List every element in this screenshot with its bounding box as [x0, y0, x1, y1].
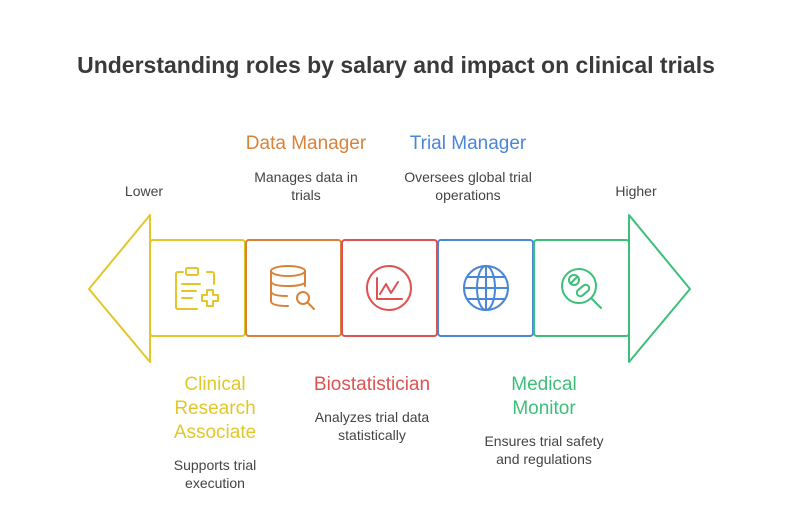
description-line: Supports trial — [173, 457, 257, 473]
description-line: Ensures trial safety — [484, 433, 604, 449]
pill-search-icon — [561, 268, 602, 309]
scale-low-label: Lower — [124, 183, 164, 199]
role-title-line: Trial Manager — [409, 133, 527, 154]
role-title-line: Biostatistician — [313, 374, 431, 395]
description-line: operations — [435, 187, 501, 203]
role-description-clinical-research-associate: Supports trial execution — [140, 456, 290, 492]
role-title-line: Monitor — [512, 398, 576, 419]
line-chart-icon — [366, 265, 412, 311]
page-title: Understanding roles by salary and impact… — [77, 52, 715, 78]
role-title-line: Clinical — [184, 374, 246, 395]
role-title-trial-manager: Trial Manager — [388, 132, 548, 156]
role-description-trial-manager: Oversees global trial operations — [383, 168, 553, 204]
description-line: and regulations — [496, 451, 592, 467]
segment-clinical-research-associate — [149, 239, 246, 337]
role-title-data-manager: Data Manager — [226, 132, 386, 156]
role-title-biostatistician: Biostatistician — [292, 373, 452, 397]
globe-icon — [463, 265, 509, 311]
description-line: Manages data in — [254, 169, 358, 185]
role-description-medical-monitor: Ensures trial safety and regulations — [459, 432, 629, 468]
role-title-medical-monitor: Medical Monitor — [464, 373, 624, 421]
segment-biostatistician — [341, 239, 438, 337]
description-line: Oversees global trial — [404, 169, 532, 185]
description-line: trials — [291, 187, 321, 203]
role-title-line: Medical — [511, 374, 577, 395]
description-line: Analyzes trial data — [314, 409, 430, 425]
database-search-icon — [270, 265, 315, 310]
description-line: statistically — [338, 427, 406, 443]
role-title-line: Research — [174, 398, 256, 419]
role-title-line: Associate — [173, 422, 257, 443]
segment-data-manager — [245, 239, 342, 337]
role-title-line: Data Manager — [245, 133, 367, 154]
role-description-biostatistician: Analyzes trial data statistically — [292, 408, 452, 444]
right-arrowhead — [628, 214, 691, 363]
role-description-data-manager: Manages data in trials — [231, 168, 381, 204]
clipboard-plus-icon — [175, 267, 219, 310]
description-line: execution — [185, 475, 245, 491]
role-title-clinical-research-associate: Clinical Research Associate — [135, 373, 295, 445]
scale-high-label: Higher — [615, 183, 657, 199]
left-arrowhead — [88, 214, 151, 363]
